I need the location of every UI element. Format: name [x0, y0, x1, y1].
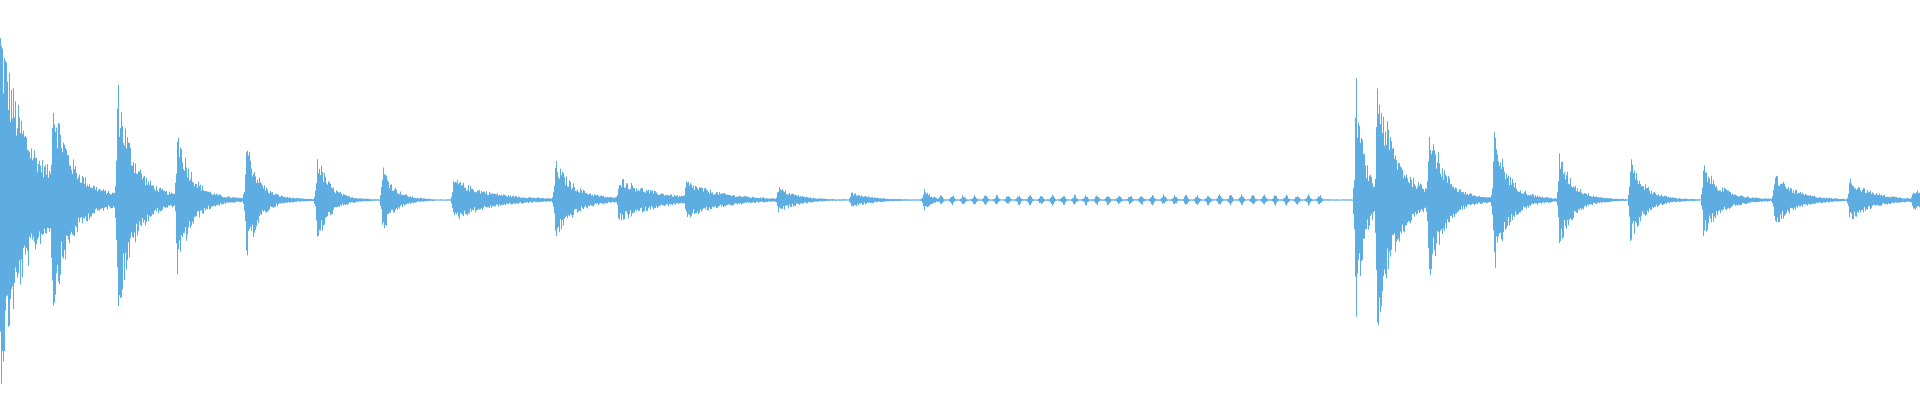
waveform-samples [0, 38, 1920, 384]
waveform-path [0, 38, 1920, 384]
